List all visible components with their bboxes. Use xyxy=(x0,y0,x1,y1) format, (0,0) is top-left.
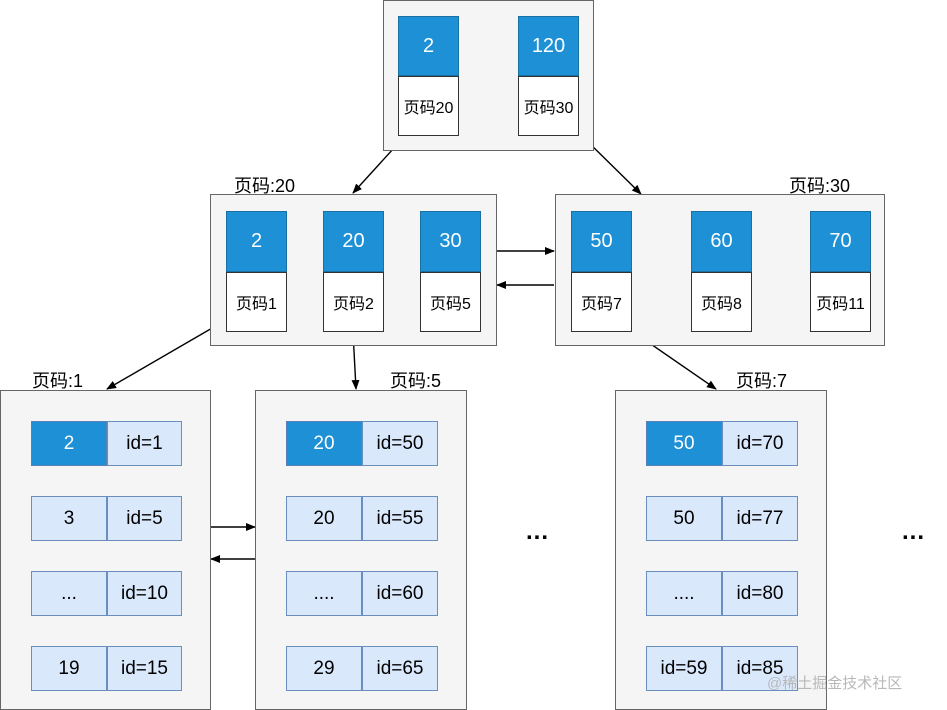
leaf1-title: 页码:1 xyxy=(32,371,84,391)
leaf1-key-0: 2 xyxy=(31,421,107,466)
inner-left-pointer-1: 页码2 xyxy=(323,272,384,332)
leaf7-key-1: 50 xyxy=(646,496,722,541)
leaf1-val-1: id=5 xyxy=(107,496,182,541)
leaf5-key-0: 20 xyxy=(286,421,362,466)
inner-left-title: 页码:20 xyxy=(234,176,296,196)
root-pointer-0: 页码20 xyxy=(398,76,459,136)
leaf1-val-3: id=15 xyxy=(107,646,182,691)
inner-left-key-1: 20 xyxy=(323,211,384,272)
leaf1-key-1: 3 xyxy=(31,496,107,541)
root-node: 2 页码20 120 页码30 xyxy=(383,0,594,151)
leaf5-val-2: id=60 xyxy=(362,571,438,616)
inner-right-key-1: 60 xyxy=(691,211,752,272)
root-key-1: 120 xyxy=(518,16,579,76)
inner-right-pointer-1: 页码8 xyxy=(691,272,752,332)
leaf5-key-2: .... xyxy=(286,571,362,616)
leaf7-val-3: id=85 xyxy=(722,646,798,691)
leaf1-node: 2 id=1 3 id=5 ... id=10 19 id=15 xyxy=(0,390,211,710)
inner-right-key-0: 50 xyxy=(571,211,632,272)
leaf1-key-2: ... xyxy=(31,571,107,616)
leaf7-key-0: 50 xyxy=(646,421,722,466)
leaf5-title: 页码:5 xyxy=(390,371,442,391)
leaf1-val-0: id=1 xyxy=(107,421,182,466)
leaf5-val-0: id=50 xyxy=(362,421,438,466)
ellipsis-right: ... xyxy=(902,518,926,545)
leaf7-val-2: id=80 xyxy=(722,571,798,616)
leaf7-node: 50 id=70 50 id=77 .... id=80 id=59 id=85 xyxy=(615,390,827,710)
inner-right-pointer-2: 页码11 xyxy=(810,272,871,332)
leaf7-title: 页码:7 xyxy=(736,371,788,391)
leaf7-key-2: .... xyxy=(646,571,722,616)
inner-left-key-2: 30 xyxy=(420,211,481,272)
leaf5-key-1: 20 xyxy=(286,496,362,541)
leaf5-val-3: id=65 xyxy=(362,646,438,691)
watermark: @稀土掘金技术社区 xyxy=(767,675,903,692)
leaf7-val-0: id=70 xyxy=(722,421,798,466)
leaf1-key-3: 19 xyxy=(31,646,107,691)
leaf5-node: 20 id=50 20 id=55 .... id=60 29 id=65 xyxy=(255,390,467,710)
inner-right-key-2: 70 xyxy=(810,211,871,272)
leaf7-val-1: id=77 xyxy=(722,496,798,541)
ellipsis-middle: ... xyxy=(526,518,550,545)
inner-right-node: 50 页码7 60 页码8 70 页码11 xyxy=(555,194,885,346)
inner-left-node: 2 页码1 20 页码2 30 页码5 xyxy=(210,194,497,346)
arrow-page20-to-page1 xyxy=(106,319,227,390)
inner-right-title: 页码:30 xyxy=(789,176,851,196)
leaf7-key-3: id=59 xyxy=(646,646,722,691)
leaf5-key-3: 29 xyxy=(286,646,362,691)
root-key-0: 2 xyxy=(398,16,459,76)
inner-left-pointer-2: 页码5 xyxy=(420,272,481,332)
inner-left-pointer-0: 页码1 xyxy=(226,272,287,332)
root-pointer-1: 页码30 xyxy=(518,76,579,136)
leaf1-val-2: id=10 xyxy=(107,571,182,616)
leaf5-val-1: id=55 xyxy=(362,496,438,541)
inner-left-key-0: 2 xyxy=(226,211,287,272)
inner-right-pointer-0: 页码7 xyxy=(571,272,632,332)
